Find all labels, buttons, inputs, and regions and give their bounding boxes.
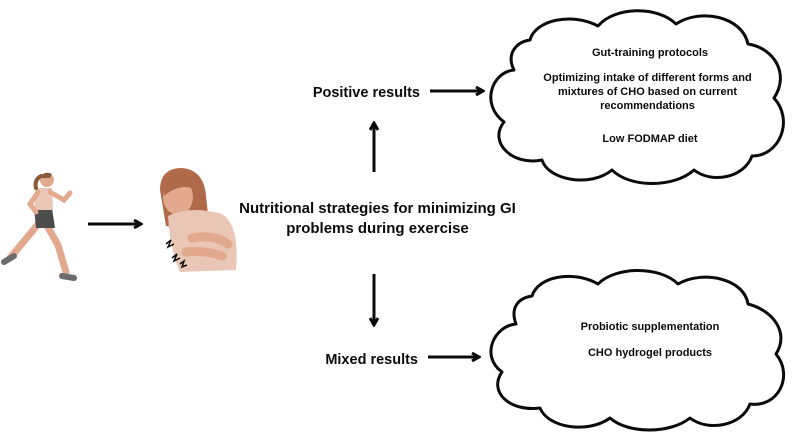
cloud-item-cho-intake: Optimizing intake of different forms and… xyxy=(543,72,752,112)
stomach-ache-person-icon xyxy=(160,168,237,272)
runner-icon xyxy=(1,172,77,281)
cloud-item-cho-hydrogel: CHO hydrogel products xyxy=(587,347,713,359)
positive-results-label: Positive results xyxy=(312,85,420,101)
mixed-results-cloud xyxy=(489,269,786,432)
cloud-item-probiotic: Probiotic supplementation xyxy=(580,321,720,333)
mixed-results-label: Mixed results xyxy=(325,352,418,368)
cloud-item-low-fodmap: Low FODMAP diet xyxy=(602,133,698,145)
positive-results-cloud xyxy=(489,9,785,185)
cloud-item-gut-training: Gut-training protocols xyxy=(591,47,709,59)
central-topic: Nutritional strategies for minimizing GI… xyxy=(239,200,516,237)
